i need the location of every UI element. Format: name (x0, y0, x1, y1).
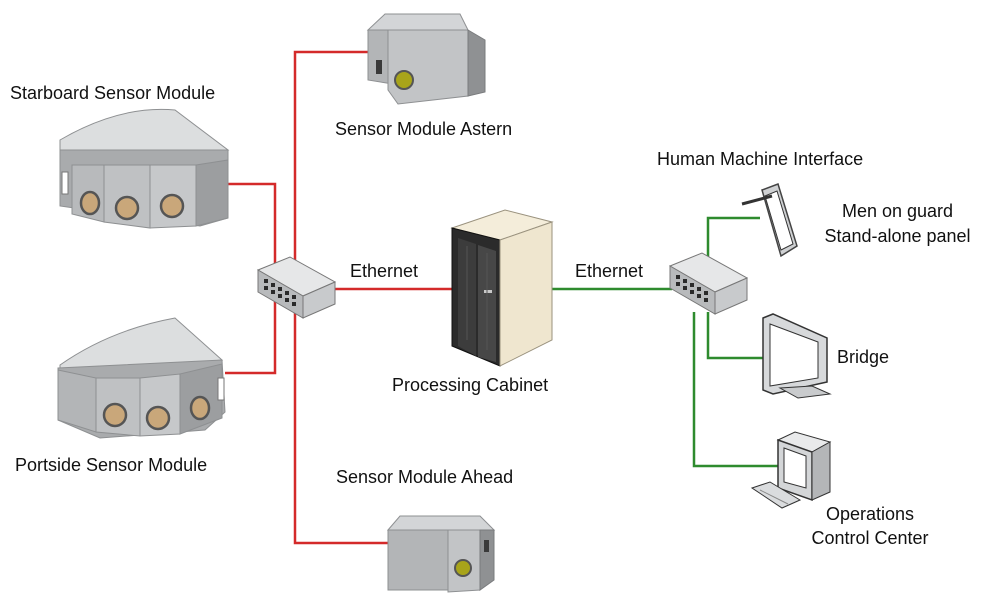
link-ahead (293, 298, 390, 545)
sensor-network-links (225, 50, 452, 545)
processing-cabinet-icon (450, 209, 554, 367)
starboard-sensor-module-label: Starboard Sensor Module (10, 83, 216, 103)
link-portside (225, 296, 277, 375)
link-guard (706, 216, 760, 266)
link-bridge (706, 312, 763, 360)
control-center-label: Control Center (811, 528, 929, 548)
ethernet-right-label: Ethernet (575, 261, 644, 281)
starboard-sensor-module-icon (59, 108, 230, 229)
men-on-guard-label: Men on guard (841, 201, 954, 221)
sensor-module-astern-icon (366, 13, 486, 105)
stand-alone-panel-icon (741, 183, 798, 258)
link-occ (692, 312, 778, 468)
sensor-module-ahead-icon (386, 515, 496, 593)
operations-computer-icon (750, 431, 832, 509)
hmi-label: Human Machine Interface (657, 149, 864, 169)
ethernet-left-label: Ethernet (350, 261, 419, 281)
hmi-network-links (552, 216, 778, 468)
right-network-switch-icon (668, 252, 749, 315)
operations-label: Operations (825, 504, 915, 524)
portside-sensor-module-label: Portside Sensor Module (15, 455, 208, 475)
stand-alone-panel-label: Stand-alone panel (824, 226, 971, 246)
bridge-label: Bridge (837, 347, 890, 367)
link-astern (293, 50, 372, 270)
sensor-module-astern-label: Sensor Module Astern (335, 119, 513, 139)
sensor-module-ahead-label: Sensor Module Ahead (336, 467, 514, 487)
portside-sensor-module-icon (57, 317, 226, 439)
left-network-switch-icon (256, 256, 337, 319)
link-starboard (228, 182, 277, 268)
bridge-monitor-icon (762, 313, 832, 399)
processing-cabinet-label: Processing Cabinet (392, 375, 549, 395)
